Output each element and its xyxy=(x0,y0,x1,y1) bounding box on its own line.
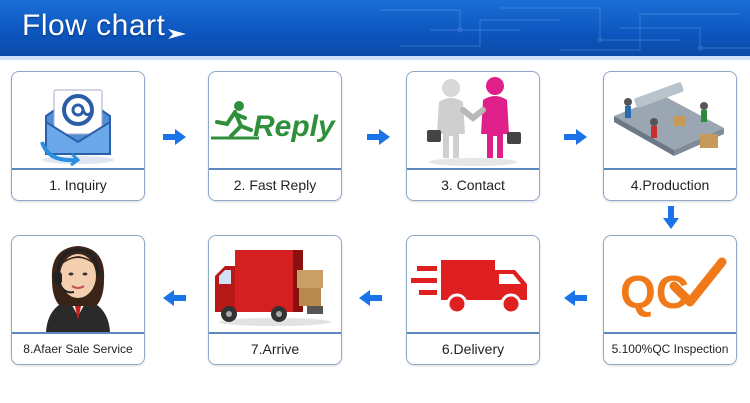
step-label: 4.Production xyxy=(604,168,736,200)
step-label: 2. Fast Reply xyxy=(209,168,341,200)
arrow-down-icon xyxy=(663,206,679,229)
step-label: 7.Arrive xyxy=(209,332,341,364)
arrow-right-icon xyxy=(564,129,587,145)
qc-check-icon: QC xyxy=(620,257,727,318)
step-label: 3. Contact xyxy=(407,168,539,200)
arrow-left-icon xyxy=(564,290,587,306)
page-title: Flow chart xyxy=(22,9,166,42)
reply-logo-icon: Reply xyxy=(211,101,336,143)
banner-divider xyxy=(0,56,750,60)
step-card-5: QC 5.100%QC Inspection xyxy=(603,235,737,365)
header-banner: Flow chart xyxy=(0,0,750,56)
arrow-left-icon xyxy=(163,290,186,306)
step-card-4: 4.Production xyxy=(603,71,737,201)
step-label: 6.Delivery xyxy=(407,332,539,364)
arrow-right-icon xyxy=(367,129,390,145)
arrow-left-icon xyxy=(359,290,382,306)
step-label: 8.Afaer Sale Service xyxy=(12,332,144,364)
step-card-1: 1. Inquiry xyxy=(11,71,145,201)
handshake-icon xyxy=(427,77,521,166)
step-label: 5.100%QC Inspection xyxy=(604,332,736,364)
headset-agent-icon xyxy=(46,246,110,332)
step-card-7: 7.Arrive xyxy=(208,235,342,365)
red-truck-icon xyxy=(215,250,331,326)
step-card-3: 3. Contact xyxy=(406,71,540,201)
step-card-8: 8.Afaer Sale Service xyxy=(11,235,145,365)
step-label: 1. Inquiry xyxy=(12,168,144,200)
conveyor-icon xyxy=(614,82,724,156)
circuit-pattern xyxy=(380,7,750,51)
email-at-icon xyxy=(40,89,114,167)
reply-logo-text: Reply xyxy=(253,110,336,143)
play-arrow-icon xyxy=(168,29,186,39)
fast-truck-icon xyxy=(411,260,527,315)
arrow-right-icon xyxy=(163,129,186,145)
step-card-6: 6.Delivery xyxy=(406,235,540,365)
step-card-2: Reply 2. Fast Reply xyxy=(208,71,342,201)
